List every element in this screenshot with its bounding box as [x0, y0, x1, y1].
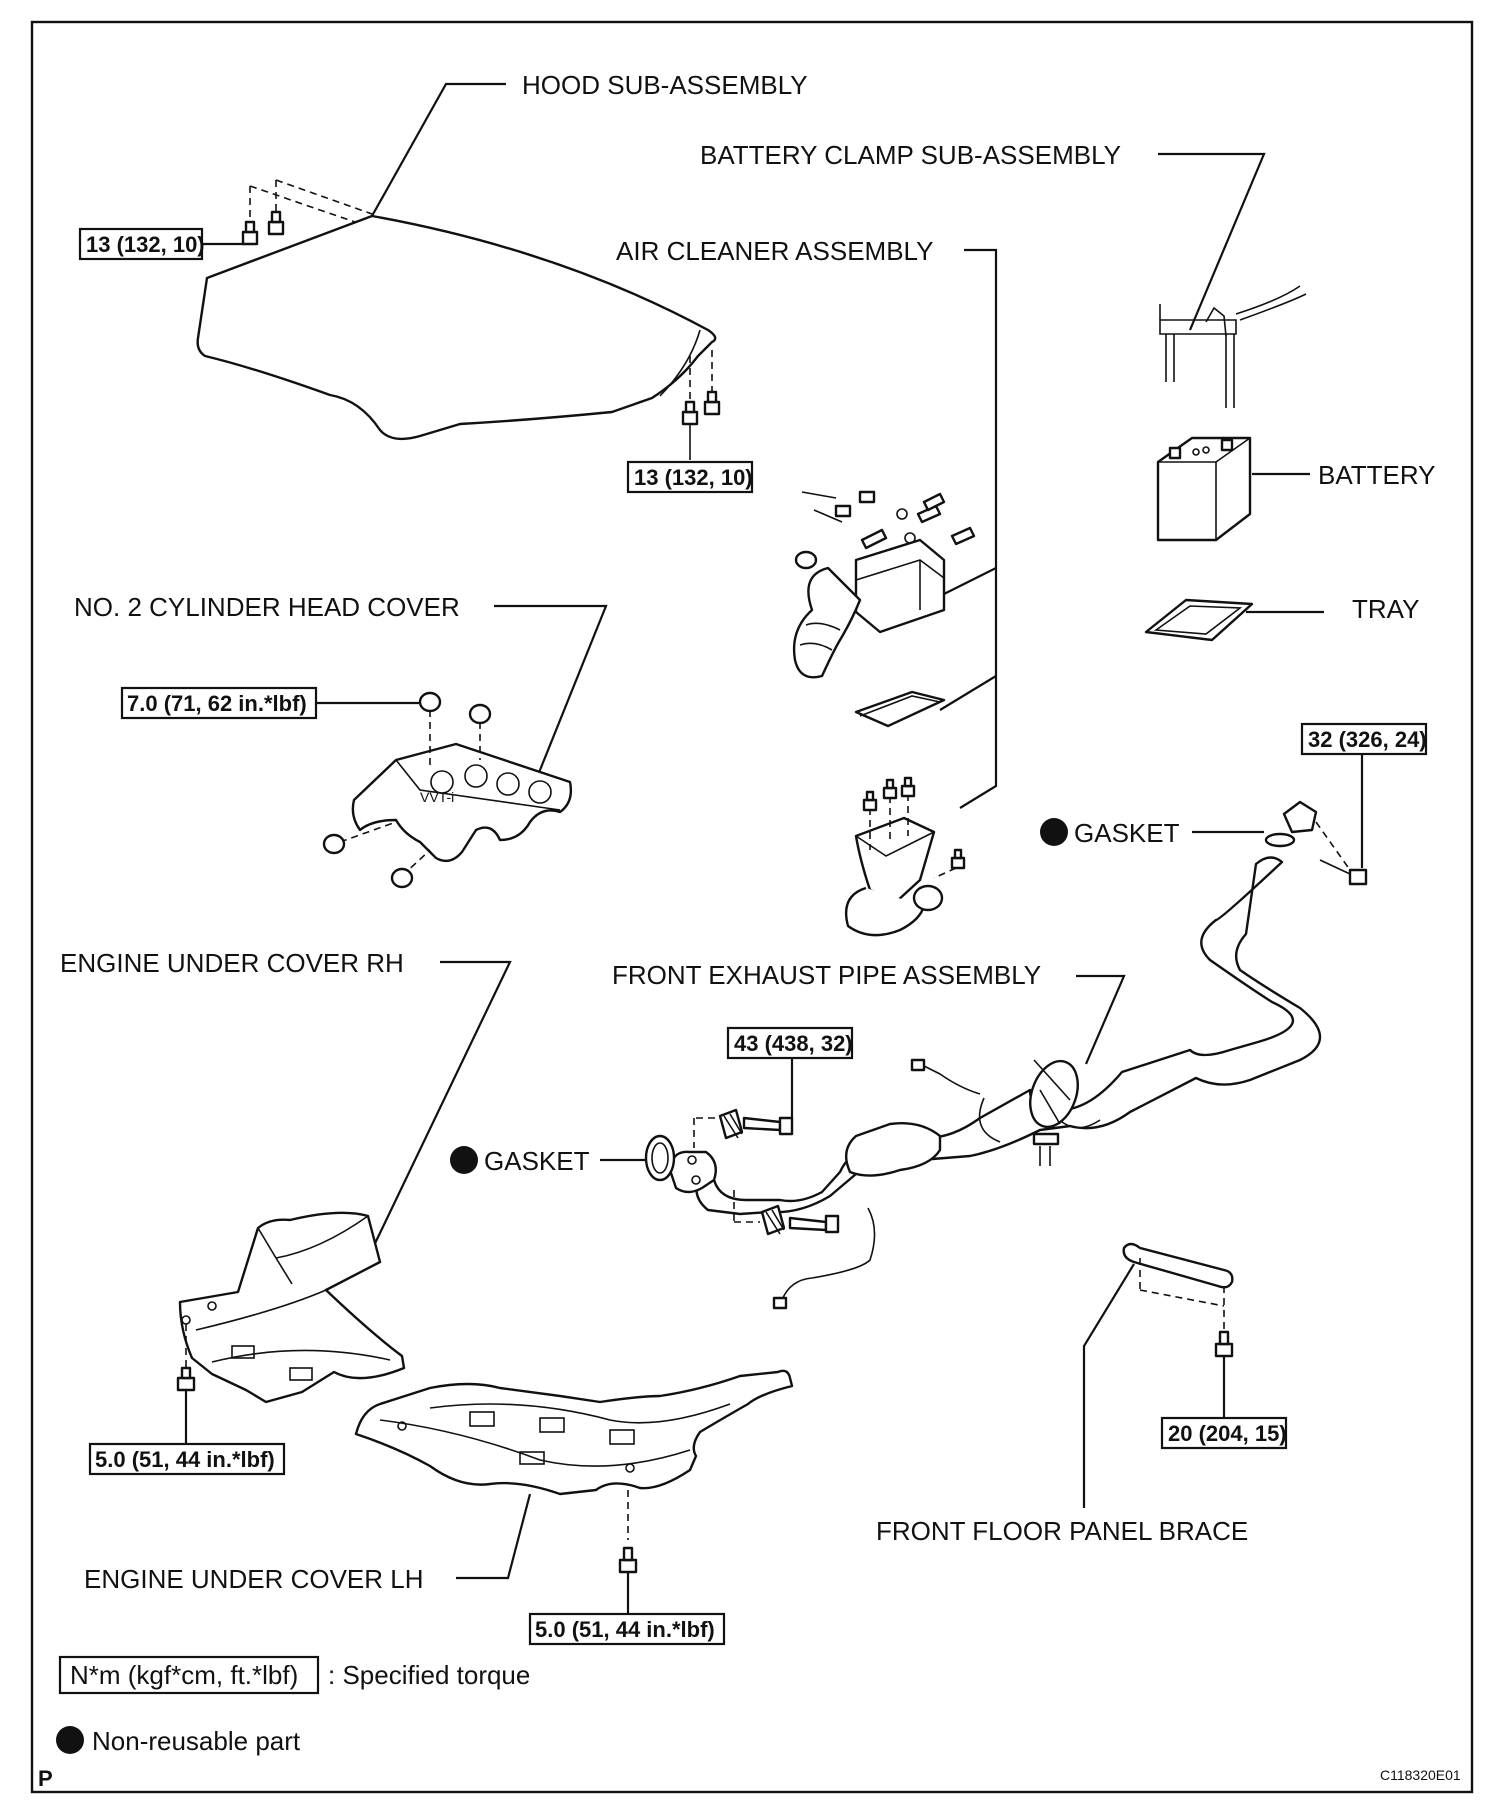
air-cleaner-label: AIR CLEANER ASSEMBLY	[616, 236, 933, 266]
gasket-lower-label: GASKET	[484, 1146, 590, 1176]
air-cleaner-case-part	[844, 776, 966, 937]
cap-nut-icon	[322, 833, 346, 855]
legend-torque-desc: : Specified torque	[328, 1660, 530, 1690]
brace-torque-box	[1160, 1416, 1288, 1450]
flange-bolt-icon	[788, 1214, 840, 1234]
battery-part	[1156, 436, 1252, 542]
frame-border	[30, 20, 1474, 1794]
case-bolt-icon	[882, 778, 898, 800]
front-floor-brace-label: FRONT FLOOR PANEL BRACE	[876, 1516, 1248, 1546]
hood-lower-torque-box	[626, 460, 754, 494]
flange-spring-icon	[718, 1108, 744, 1140]
cap-nut-icon	[468, 703, 492, 725]
exhaust-upper-flange-part	[1282, 800, 1318, 834]
lh-cover-torque: 5.0 (51, 44 in.*lbf)	[535, 1617, 715, 1642]
cap-nut-icon	[418, 691, 442, 713]
front-exhaust-pipe-part	[695, 856, 1322, 1310]
lh-cover-bolt-icon	[618, 1546, 638, 1574]
figure-code: C118320E01	[1380, 1767, 1461, 1783]
cylinder-head-cover-label: NO. 2 CYLINDER HEAD COVER	[74, 592, 460, 622]
legend-torque-unit: N*m (kgf*cm, ft.*lbf)	[70, 1660, 298, 1690]
flange-spring-icon	[760, 1204, 786, 1236]
legend-torque-box	[58, 1655, 320, 1695]
rh-cover-bolt-icon	[176, 1366, 196, 1392]
lh-cover-torque-box	[528, 1612, 726, 1646]
exhaust-flange-torque-box	[726, 1026, 854, 1060]
tray-label: TRAY	[1352, 594, 1419, 624]
hood-bolt-icon	[267, 210, 285, 236]
engine-under-cover-lh-part	[354, 1369, 794, 1574]
hood-upper-torque: 13 (132, 10)	[86, 232, 205, 257]
hood-label: HOOD SUB-ASSEMBLY	[522, 70, 808, 100]
tray-part	[1144, 598, 1254, 642]
exhaust-upper-torque: 32 (326, 24)	[1308, 727, 1427, 752]
rh-cover-torque-box	[88, 1442, 286, 1476]
exhaust-gasket-part	[644, 1134, 676, 1182]
corner-mark: P	[38, 1766, 53, 1791]
hood-bolt-icon	[703, 390, 721, 416]
cylinder-head-cover-part: VVT-i	[322, 691, 573, 889]
hood-lower-torque: 13 (132, 10)	[634, 465, 753, 490]
exhaust-flange-torque: 43 (438, 32)	[734, 1031, 853, 1056]
hood-bolt-icon	[681, 400, 699, 460]
air-cleaner-upper-part	[792, 490, 976, 679]
engine-under-cover-rh-part	[176, 1211, 406, 1404]
hood-upper-torque-box	[78, 227, 204, 261]
svg-text:VVT-i: VVT-i	[420, 789, 454, 805]
cylinder-head-torque-box	[120, 686, 318, 720]
battery-clamp-label: BATTERY CLAMP SUB-ASSEMBLY	[700, 140, 1121, 170]
case-bolt-icon	[950, 848, 966, 870]
non-reusable-legend-icon	[56, 1726, 84, 1754]
hood-part	[196, 82, 721, 460]
engine-lh-label: ENGINE UNDER COVER LH	[84, 1564, 424, 1594]
brace-torque: 20 (204, 15)	[1168, 1421, 1287, 1446]
brace-bolt-icon	[1214, 1330, 1234, 1358]
air-filter-part	[854, 690, 946, 728]
hood-bolt-icon	[241, 220, 259, 246]
rh-cover-torque: 5.0 (51, 44 in.*lbf)	[95, 1447, 275, 1472]
cap-nut-icon	[390, 867, 414, 889]
cylinder-head-torque: 7.0 (71, 62 in.*lbf)	[127, 691, 307, 716]
exhaust-bolt-icon	[1319, 859, 1368, 886]
case-bolt-icon	[862, 790, 878, 812]
upper-gasket-part	[1264, 832, 1296, 848]
case-bolt-icon	[900, 776, 916, 798]
gasket-upper-label: GASKET	[1074, 818, 1180, 848]
legend-non-reusable: Non-reusable part	[92, 1726, 301, 1756]
non-reusable-mark-icon	[1040, 818, 1068, 846]
front-exhaust-label: FRONT EXHAUST PIPE ASSEMBLY	[612, 960, 1041, 990]
battery-clamp-part	[1159, 285, 1307, 408]
engine-rh-label: ENGINE UNDER COVER RH	[60, 948, 404, 978]
front-floor-brace-part	[1122, 1242, 1234, 1358]
flange-bolt-icon	[742, 1116, 794, 1136]
battery-label: BATTERY	[1318, 460, 1436, 490]
exhaust-upper-torque-box	[1300, 722, 1428, 756]
non-reusable-mark-icon	[450, 1146, 478, 1174]
